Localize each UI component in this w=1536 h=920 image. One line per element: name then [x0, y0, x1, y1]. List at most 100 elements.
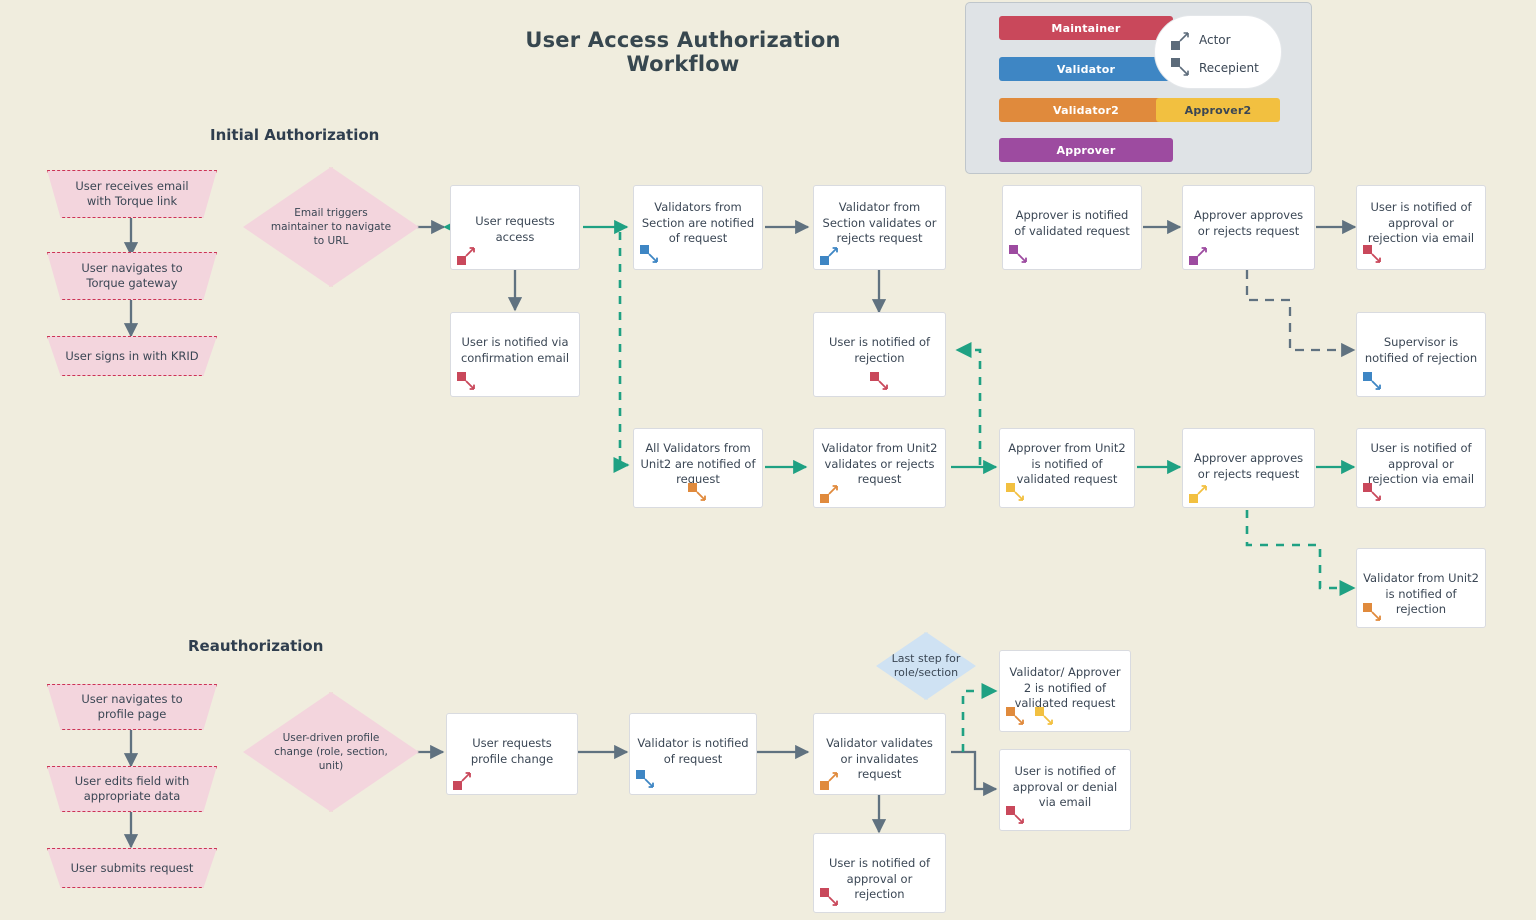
- legend-chip-validator: Validator: [999, 57, 1173, 81]
- square-arrow-up-right-icon: [457, 245, 477, 265]
- square-arrow-down-right-icon: [640, 245, 660, 265]
- role-icons: [640, 245, 660, 265]
- process-box-label: Approver approves or rejects request: [1193, 451, 1304, 481]
- square-arrow-down-right-icon: [1006, 707, 1026, 727]
- precondition-label: User navigates to Torque gateway: [81, 261, 183, 290]
- section-title-reauthorization: Reauthorization: [188, 637, 324, 655]
- process-box[interactable]: Validator from Section validates or reje…: [813, 185, 946, 270]
- square-arrow-down-right-icon: [1363, 603, 1383, 623]
- role-icons: [820, 245, 840, 265]
- legend-chip-maintainer: Maintainer: [999, 16, 1173, 40]
- process-box-label: User is notified of rejection: [828, 335, 931, 365]
- legend-chip-approver: Approver: [999, 138, 1173, 162]
- process-box[interactable]: Supervisor is notified of rejection: [1356, 312, 1486, 397]
- square-arrow-down-right-icon: [636, 770, 656, 790]
- precondition-label: User signs in with KRID: [65, 348, 199, 363]
- role-icons: [814, 372, 945, 392]
- precondition-step: User signs in with KRID: [47, 336, 217, 376]
- process-box-label: Supervisor is notified of rejection: [1364, 335, 1478, 365]
- section-title-initial-authorization: Initial Authorization: [210, 126, 380, 144]
- role-icons: [453, 770, 473, 790]
- process-box-label: User is notified of approval or rejectio…: [1367, 200, 1475, 245]
- process-box[interactable]: Validator/ Approver 2 is notified of val…: [999, 650, 1131, 732]
- square-arrow-down-right-icon: [1171, 58, 1191, 78]
- square-arrow-down-right-icon: [457, 372, 477, 392]
- square-arrow-down-right-icon: [688, 483, 708, 503]
- square-arrow-up-right-icon: [820, 770, 840, 790]
- process-box[interactable]: User requests profile change: [446, 713, 578, 795]
- trigger-label: User-driven profile change (role, sectio…: [274, 732, 388, 772]
- precondition-step: User navigates to Torque gateway: [47, 252, 217, 300]
- square-arrow-down-right-icon: [1006, 483, 1026, 503]
- process-box[interactable]: User is notified of rejection: [813, 312, 946, 397]
- square-arrow-down-right-icon: [869, 372, 890, 392]
- decision-label: Last step for role/section: [891, 652, 961, 679]
- process-box[interactable]: Approver is notified of validated reques…: [1002, 185, 1142, 270]
- precondition-label: User navigates to profile page: [81, 692, 183, 721]
- process-box[interactable]: User is notified of approval or rejectio…: [813, 833, 946, 913]
- square-arrow-down-right-icon: [1035, 707, 1055, 727]
- process-box[interactable]: User requests access: [450, 185, 580, 270]
- process-box-label: Validators from Section are notified of …: [641, 200, 755, 245]
- process-box[interactable]: Validator is notified of request: [629, 713, 757, 795]
- page-title: User Access Authorization Workflow: [525, 28, 841, 76]
- square-arrow-down-right-icon: [1363, 372, 1383, 392]
- precondition-step: User receives email with Torque link: [47, 170, 217, 218]
- process-box[interactable]: Validator validates or invalidates reque…: [813, 713, 946, 795]
- process-box[interactable]: User is notified of approval or denial v…: [999, 749, 1131, 831]
- precondition-label: User edits field with appropriate data: [74, 774, 190, 803]
- precondition-step: User submits request: [47, 848, 217, 888]
- square-arrow-down-right-icon: [820, 888, 840, 908]
- process-box[interactable]: Approver approves or rejects request: [1182, 428, 1315, 508]
- square-arrow-up-right-icon: [820, 245, 840, 265]
- process-box-label: All Validators from Unit2 are notified o…: [640, 441, 756, 486]
- legend-marker-actor: Actor: [1171, 30, 1231, 50]
- process-box[interactable]: Validator from Unit2 is notified of reje…: [1356, 548, 1486, 628]
- square-arrow-down-right-icon: [1006, 806, 1026, 826]
- process-box-label: Validator/ Approver 2 is notified of val…: [1009, 665, 1121, 710]
- role-icons: [1189, 245, 1209, 265]
- precondition-step: User navigates to profile page: [47, 684, 217, 730]
- process-box-label: Validator from Section validates or reje…: [822, 200, 937, 245]
- process-box[interactable]: Validators from Section are notified of …: [633, 185, 763, 270]
- role-icons: [457, 372, 477, 392]
- square-arrow-down-right-icon: [1363, 245, 1383, 265]
- role-icons: [1189, 483, 1209, 503]
- role-icons: [1006, 483, 1026, 503]
- square-arrow-up-right-icon: [1171, 30, 1191, 50]
- process-box[interactable]: Validator from Unit2 validates or reject…: [813, 428, 946, 508]
- process-box-label: User is notified of approval or rejectio…: [1367, 441, 1475, 486]
- process-box-label: Validator from Unit2 is notified of reje…: [1363, 571, 1479, 616]
- role-icons: [1006, 707, 1055, 727]
- process-box[interactable]: All Validators from Unit2 are notified o…: [633, 428, 763, 508]
- process-box[interactable]: User is notified of approval or rejectio…: [1356, 428, 1486, 508]
- legend-chip-validator2: Validator2: [999, 98, 1173, 122]
- role-icons: [1006, 806, 1026, 826]
- process-box-label: Approver is notified of validated reques…: [1014, 208, 1130, 238]
- process-box[interactable]: User is notified via confirmation email: [450, 312, 580, 397]
- decision-diamond: Last step for role/section: [876, 632, 976, 700]
- square-arrow-up-right-icon: [453, 770, 473, 790]
- process-box-label: User is notified of approval or denial v…: [1012, 764, 1118, 809]
- role-icons: [1363, 372, 1383, 392]
- process-box[interactable]: User is notified of approval or rejectio…: [1356, 185, 1486, 270]
- role-icons: [820, 888, 840, 908]
- trigger-diamond: User-driven profile change (role, sectio…: [243, 692, 419, 812]
- process-box-label: Approver approves or rejects request: [1193, 208, 1304, 238]
- precondition-step: User edits field with appropriate data: [47, 766, 217, 812]
- role-icons: [457, 245, 477, 265]
- process-box-label: User is notified of approval or rejectio…: [828, 856, 931, 901]
- precondition-label: User submits request: [70, 860, 194, 875]
- square-arrow-up-right-icon: [1189, 245, 1209, 265]
- role-icons: [1363, 483, 1383, 503]
- process-box[interactable]: Approver from Unit2 is notified of valid…: [999, 428, 1135, 508]
- process-box[interactable]: Approver approves or rejects request: [1182, 185, 1315, 270]
- role-icons: [1363, 245, 1383, 265]
- process-box-label: User requests access: [475, 214, 555, 244]
- legend-chip-approver2: Approver2: [1156, 98, 1280, 122]
- role-icons: [1009, 245, 1029, 265]
- process-box-label: Validator validates or invalidates reque…: [826, 736, 933, 781]
- legend-panel: Maintainer Validator Validator2 Approver…: [965, 2, 1312, 174]
- trigger-diamond: Email triggers maintainer to navigate to…: [243, 167, 419, 287]
- square-arrow-down-right-icon: [1363, 483, 1383, 503]
